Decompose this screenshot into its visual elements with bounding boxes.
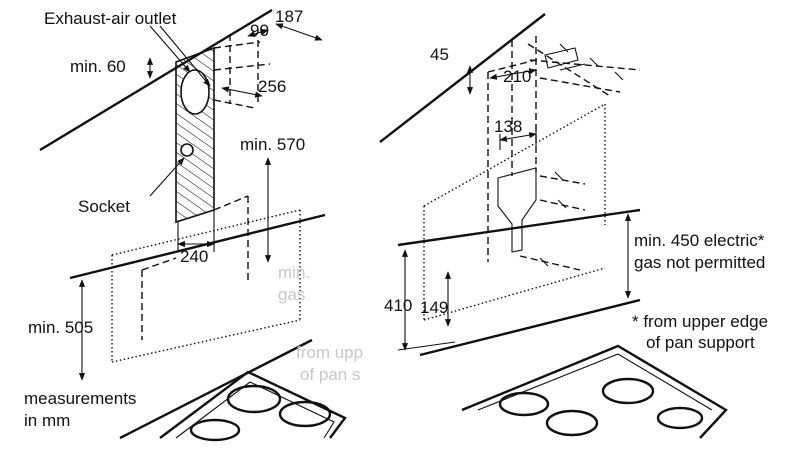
dim-138-arrow xyxy=(499,132,537,142)
footnote-line1: * from upper edge xyxy=(632,312,768,331)
socket-icon xyxy=(180,143,194,157)
hood-bracket xyxy=(497,167,586,271)
gas-not-permitted-label: gas not permitted xyxy=(634,253,765,272)
dim-90-label: 90 xyxy=(250,21,269,40)
dim-187-arrow xyxy=(275,23,323,41)
ghost-text-2: gas xyxy=(278,285,305,304)
socket-label: Socket xyxy=(78,197,130,216)
dim-210-label: 210 xyxy=(503,67,531,86)
top-brackets xyxy=(527,43,641,97)
exhaust-leader-1 xyxy=(149,25,191,73)
dim-187-label: 187 xyxy=(275,7,303,26)
dim-256-label: 256 xyxy=(258,77,286,96)
measurements-label-line1: measurements xyxy=(24,389,136,408)
right-diagram: 45 210 138 min. 450 electric* gas not pe… xyxy=(379,13,768,439)
chimney-panel xyxy=(175,46,215,224)
dim-240-label: 240 xyxy=(180,247,208,266)
hood-outline-dotted-right xyxy=(423,103,606,321)
min-60-label: min. 60 xyxy=(70,57,126,76)
ceiling-line-right xyxy=(379,13,546,143)
ghost-text-4: of pan s xyxy=(300,365,361,384)
min-570-label: min. 570 xyxy=(240,135,305,154)
dim-210-arrow xyxy=(489,68,537,80)
dim-149-label: 149 xyxy=(420,298,448,317)
exhaust-air-outlet-label: Exhaust-air outlet xyxy=(44,9,177,28)
dim-410-label: 410 xyxy=(384,296,412,315)
dim-90-arrow xyxy=(247,29,269,37)
dim-45-label: 45 xyxy=(430,45,449,64)
hob-right xyxy=(419,298,728,439)
exhaust-outlet-circle xyxy=(180,69,210,115)
dim-256-arrow xyxy=(221,86,263,98)
wall-edge-right xyxy=(397,208,641,247)
dim-138-label: 138 xyxy=(494,117,522,136)
chimney-outline-dashed-right xyxy=(487,36,537,262)
left-diagram: Exhaust-air outlet 90 187 min. 60 256 mi… xyxy=(24,7,363,442)
chimney-outline-dashed xyxy=(141,34,271,340)
measurements-label-line2: in mm xyxy=(24,411,70,430)
ceiling-line-left xyxy=(39,8,273,152)
min-505-label: min. 505 xyxy=(28,318,93,337)
socket-leader xyxy=(149,157,185,197)
min-450-label: min. 450 electric* xyxy=(634,231,765,250)
ghost-text-1: min. xyxy=(278,263,310,282)
footnote-line2: of pan support xyxy=(646,333,755,352)
ghost-text-3: from upp xyxy=(296,343,363,362)
exhaust-leader-2 xyxy=(159,25,211,87)
hob-left xyxy=(119,338,347,442)
hood-outline-dotted xyxy=(111,209,301,363)
